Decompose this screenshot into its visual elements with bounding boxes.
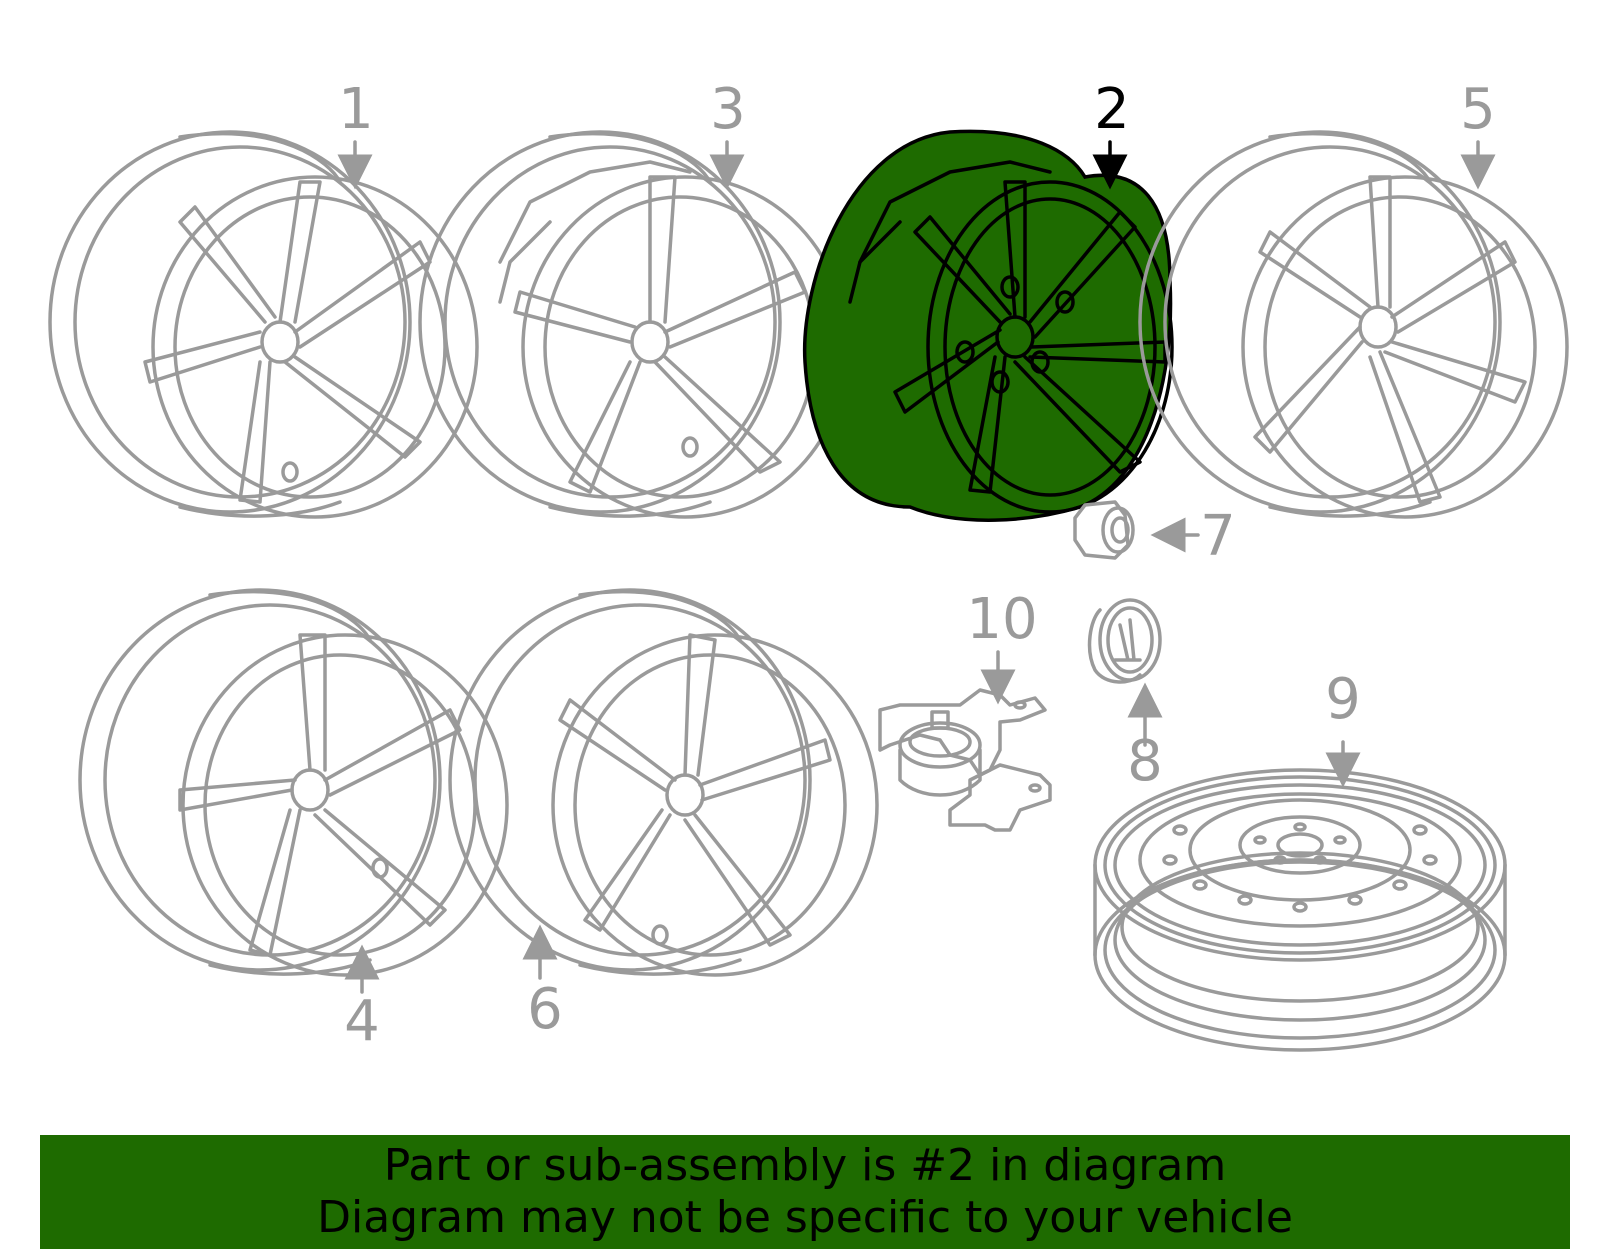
banner-line-1: Part or sub-assembly is #2 in diagram — [383, 1140, 1227, 1191]
callout-6: 6 — [527, 977, 563, 1042]
callout-3: 3 — [710, 77, 746, 142]
callout-2: 2 — [1094, 77, 1130, 142]
spare-bracket-part-10[interactable] — [878, 688, 1052, 832]
callout-8: 8 — [1127, 729, 1163, 794]
callout-4: 4 — [344, 989, 380, 1054]
wheel-part-3[interactable] — [418, 130, 849, 519]
info-banner: Part or sub-assembly is #2 in diagram Di… — [40, 1135, 1570, 1249]
wheel-part-5[interactable] — [1138, 130, 1569, 519]
callout-7: 7 — [1200, 504, 1236, 569]
callout-5: 5 — [1460, 77, 1496, 142]
wheel-part-6[interactable] — [448, 588, 879, 977]
lug-nut-part-7[interactable] — [1073, 500, 1135, 560]
wheel-part-4[interactable] — [78, 588, 509, 977]
wheel-part-2-highlighted[interactable] — [802, 129, 1174, 522]
callout-leaders — [337, 140, 1496, 994]
callout-9: 9 — [1325, 667, 1361, 732]
callout-numbers: 1 2 3 4 5 6 7 8 9 10 — [338, 77, 1496, 1054]
callout-10: 10 — [966, 587, 1037, 652]
wheel-part-1[interactable] — [48, 130, 479, 519]
center-cap-part-8[interactable] — [1087, 598, 1162, 684]
banner-line-2: Diagram may not be specific to your vehi… — [317, 1192, 1293, 1243]
spare-wheel-part-9[interactable] — [1093, 768, 1507, 1052]
callout-1: 1 — [338, 77, 374, 142]
